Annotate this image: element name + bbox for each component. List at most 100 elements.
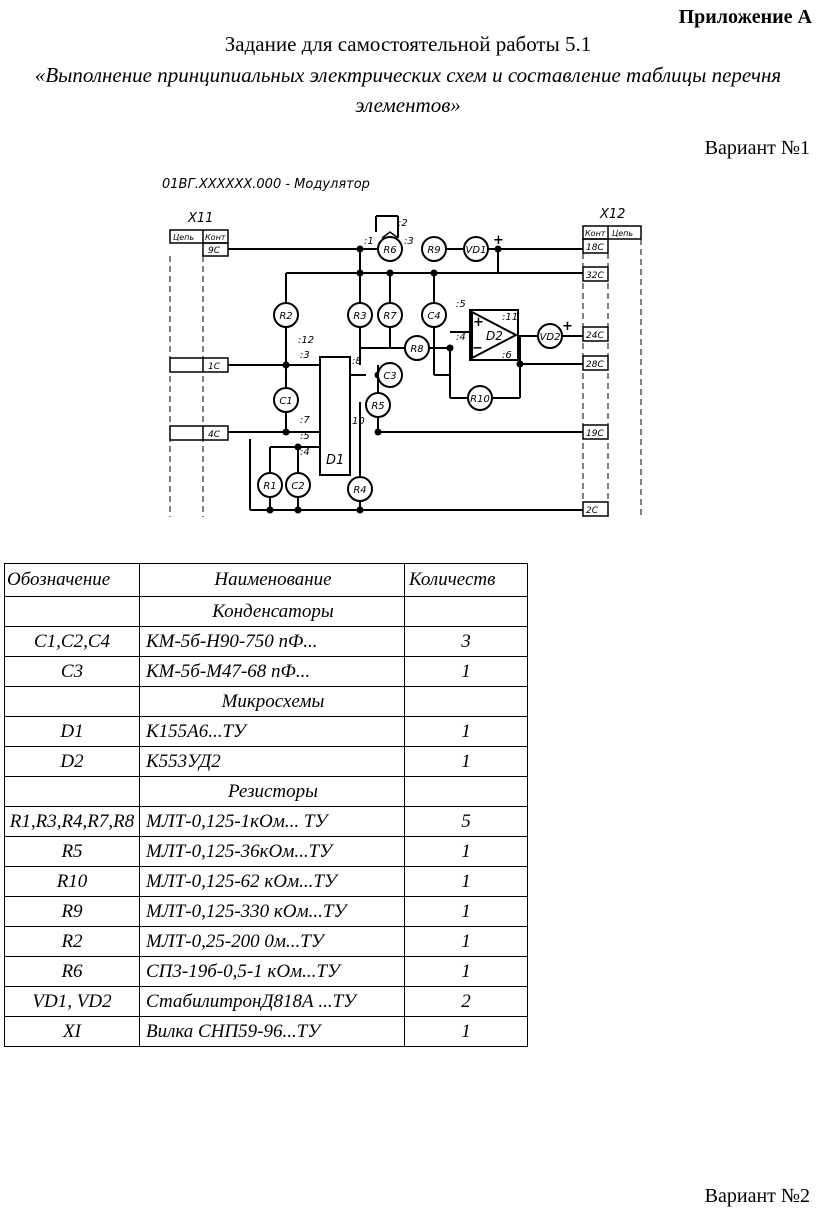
table-group-row: Резисторы <box>4 776 528 807</box>
name-cell: КМ-5б-М47-68 пФ... <box>139 656 405 687</box>
designation-cell: XI <box>4 1016 140 1047</box>
group-title-cell: Конденсаторы <box>139 596 405 627</box>
pin-label: :8 <box>352 356 362 367</box>
left-pin-4c: 4С <box>208 430 221 440</box>
capacitor-c4: C4 <box>427 311 440 322</box>
group-empty-cell <box>4 596 140 627</box>
element-list-table: Обозначение Наименование Количеств Конде… <box>4 563 528 1047</box>
name-cell: МЛТ-0,125-1кОм... ТУ <box>139 806 405 837</box>
group-title-cell: Микросхемы <box>139 686 405 717</box>
capacitor-c2: C2 <box>291 481 304 492</box>
quantity-cell: 1 <box>404 656 528 687</box>
designation-cell: С1,С2,С4 <box>4 626 140 657</box>
group-title-cell: Резисторы <box>139 776 405 807</box>
pin-label: :12 <box>298 335 314 346</box>
quantity-cell: 1 <box>404 716 528 747</box>
quantity-cell: 5 <box>404 806 528 837</box>
resistor-r6: R6 <box>383 245 396 256</box>
right-pin-28c: 28С <box>586 360 604 370</box>
task-subtitle: «Выполнение принципиальных электрических… <box>34 63 782 117</box>
designation-cell: D2 <box>4 746 140 777</box>
quantity-cell: 1 <box>404 866 528 897</box>
quantity-cell: 2 <box>404 986 528 1017</box>
resistor-r1: R1 <box>263 481 276 492</box>
name-cell: МЛТ-0,25-200 0м...ТУ <box>139 926 405 957</box>
header-designation: Обозначение <box>4 563 140 597</box>
group-empty-cell <box>404 686 528 717</box>
header-name: Наименование <box>139 563 405 597</box>
quantity-cell: 1 <box>404 746 528 777</box>
designation-cell: С3 <box>4 656 140 687</box>
resistor-r5: R5 <box>371 401 384 412</box>
pin-label: 10 <box>352 416 365 427</box>
resistor-r7: R7 <box>383 311 397 322</box>
name-cell: К155А6...ТУ <box>139 716 405 747</box>
pin-label: :2 <box>398 218 408 229</box>
pin-label: :5 <box>300 431 310 442</box>
pin-label: :4 <box>456 332 466 343</box>
right-connector-name: X12 <box>599 207 625 222</box>
pin-label: :5 <box>456 299 466 310</box>
diode-vd1: VD1 <box>466 245 487 256</box>
right-pin-32c: 32С <box>586 271 604 281</box>
resistor-r4: R4 <box>353 485 366 496</box>
plus-sign: + <box>473 315 484 330</box>
designation-cell: VD1, VD2 <box>4 986 140 1017</box>
right-pin-24c: 24С <box>586 331 604 341</box>
designation-cell: R5 <box>4 836 140 867</box>
pin-label: :3 <box>300 350 310 361</box>
plus-sign: + <box>562 319 573 334</box>
pin-label: :1 <box>364 236 374 247</box>
quantity-cell: 1 <box>404 926 528 957</box>
right-connector-col2: Цепь <box>612 229 633 238</box>
name-cell: СП3-19б-0,5-1 кОм...ТУ <box>139 956 405 987</box>
quantity-cell: 3 <box>404 626 528 657</box>
right-pin-19c: 19С <box>586 429 604 439</box>
diode-vd2: VD2 <box>540 332 561 343</box>
name-cell: МЛТ-0,125-36кОм...ТУ <box>139 836 405 867</box>
header-quantity: Количеств <box>404 563 528 597</box>
quantity-cell: 1 <box>404 1016 528 1047</box>
designation-cell: R2 <box>4 926 140 957</box>
resistor-r2: R2 <box>279 311 292 322</box>
quantity-cell: 1 <box>404 836 528 867</box>
resistor-r8: R8 <box>410 344 423 355</box>
pin-label: :6 <box>502 350 512 361</box>
name-cell: МЛТ-0,125-62 кОм...ТУ <box>139 866 405 897</box>
capacitor-c1: C1 <box>279 396 292 407</box>
resistor-r10: R10 <box>470 394 490 405</box>
capacitor-c3: C3 <box>383 371 396 382</box>
pin-label: :3 <box>404 236 414 247</box>
variant-1-label: Вариант №1 <box>704 137 810 159</box>
left-connector-col1: Цепь <box>173 233 194 242</box>
variant-2-label: Вариант №2 <box>704 1185 810 1207</box>
resistor-r3: R3 <box>353 311 366 322</box>
name-cell: Вилка СНП59-96...ТУ <box>139 1016 405 1047</box>
designation-cell: D1 <box>4 716 140 747</box>
name-cell: СтабилитронД818А ...ТУ <box>139 986 405 1017</box>
appendix-label: Приложение А <box>678 6 812 28</box>
task-title: Задание для самостоятельной работы 5.1 <box>224 32 592 56</box>
pin-label: :11 <box>502 312 518 323</box>
left-pin-1c: 1С <box>208 362 221 372</box>
resistor-r9: R9 <box>427 245 440 256</box>
pin-label: :7 <box>300 415 310 426</box>
group-empty-cell <box>4 776 140 807</box>
designation-cell: R9 <box>4 896 140 927</box>
table-group-row: Микросхемы <box>4 686 528 717</box>
minus-sign: − <box>472 341 483 356</box>
right-pin-2c: 2С <box>586 506 599 516</box>
quantity-cell: 1 <box>404 896 528 927</box>
designation-cell: R6 <box>4 956 140 987</box>
table-header-row: Обозначение Наименование Количеств <box>4 563 528 597</box>
circuit-schematic: 01ВГ.XXXXXX.000 - Модулятор X11 Цепь Кон… <box>162 177 642 517</box>
designation-cell: R1,R3,R4,R7,R8 <box>4 806 140 837</box>
group-empty-cell <box>404 776 528 807</box>
